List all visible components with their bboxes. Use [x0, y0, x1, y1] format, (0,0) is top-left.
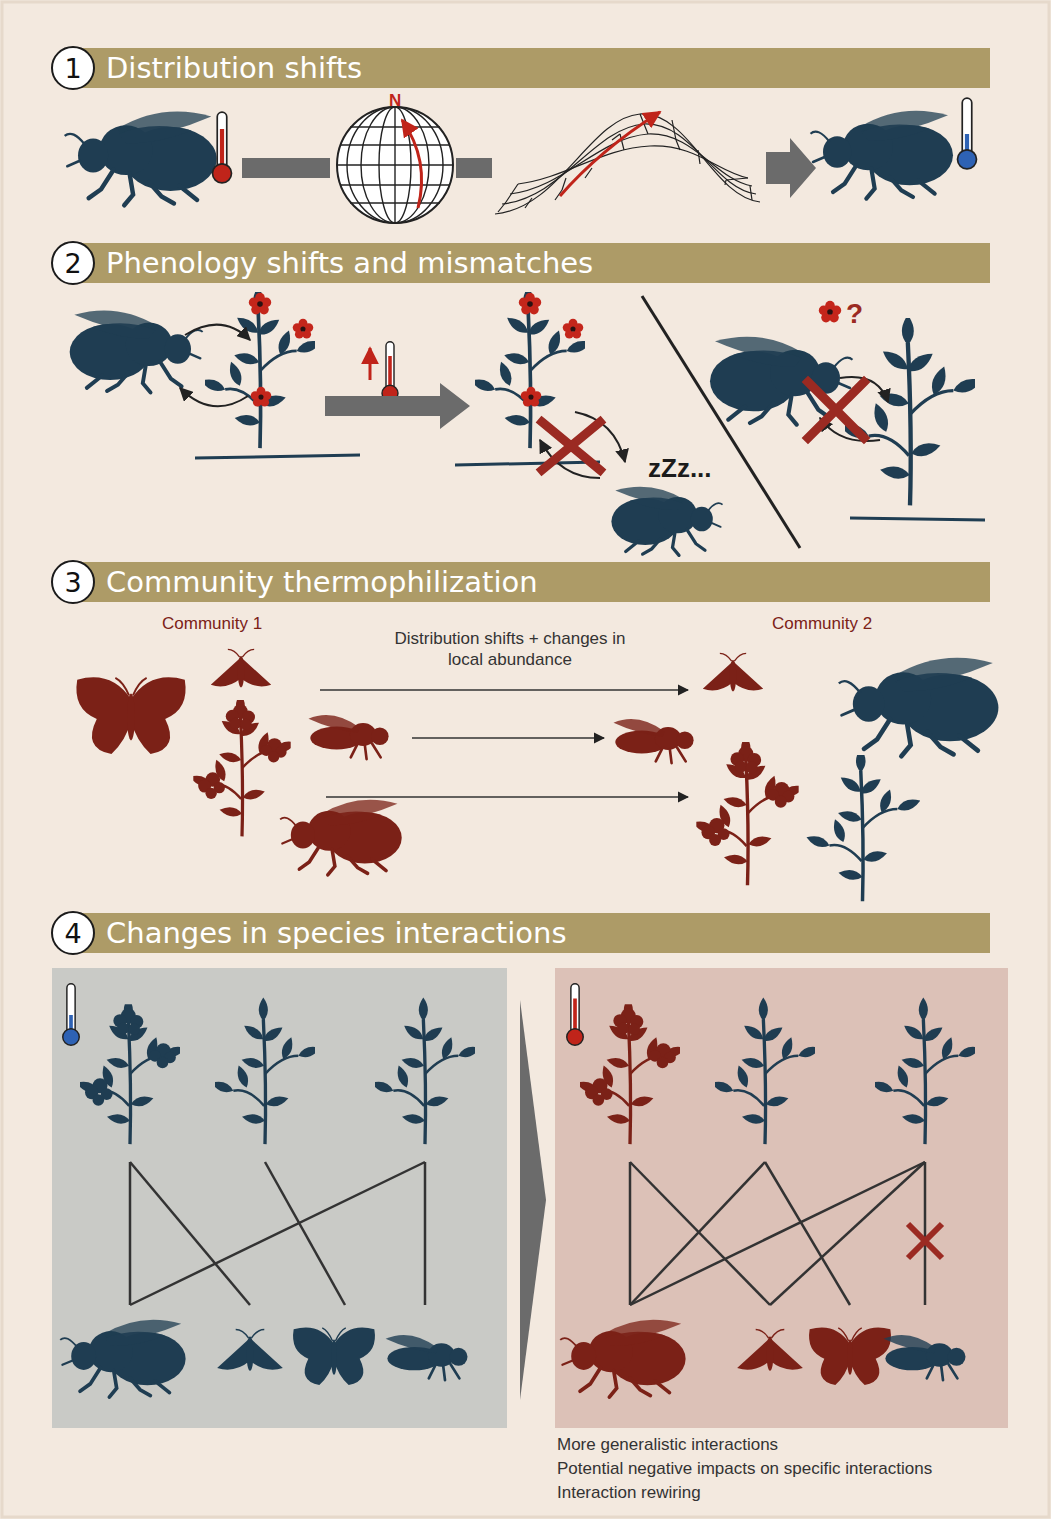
section-band: Phenology shifts and mismatches2 — [76, 243, 990, 283]
section-number: 4 — [64, 920, 81, 947]
section-band: Community thermophilization3 — [76, 562, 990, 602]
section-number: 2 — [64, 250, 81, 277]
section-heading: Distribution shifts — [76, 48, 362, 88]
process-label: Distribution shifts + changes in local a… — [375, 628, 645, 671]
number-circle: 3 — [51, 560, 95, 604]
number-circle: 4 — [51, 911, 95, 955]
sleep-label: zZz... — [648, 452, 712, 485]
community-label: Community 1 — [162, 613, 262, 634]
section-band: Distribution shifts1 — [76, 48, 990, 88]
section-number: 3 — [64, 569, 81, 596]
section-band: Changes in species interactions4 — [76, 913, 990, 953]
section-heading: Community thermophilization — [76, 562, 538, 602]
section-number: 1 — [64, 55, 81, 82]
section-2-art — [70, 287, 985, 556]
compass-label: N — [389, 90, 401, 111]
caption-line: Potential negative impacts on specific i… — [557, 1458, 932, 1479]
number-circle: 2 — [51, 241, 95, 285]
section-1-art — [65, 98, 977, 223]
number-circle: 1 — [51, 46, 95, 90]
section-heading: Changes in species interactions — [76, 913, 567, 953]
section-heading: Phenology shifts and mismatches — [76, 243, 593, 283]
caption-line: Interaction rewiring — [557, 1482, 701, 1503]
caption-line: More generalistic interactions — [557, 1434, 778, 1455]
community-label: Community 2 — [772, 613, 872, 634]
section-4-art — [52, 968, 1008, 1428]
section-3-art — [76, 649, 998, 901]
question-mark: ? — [846, 296, 863, 331]
